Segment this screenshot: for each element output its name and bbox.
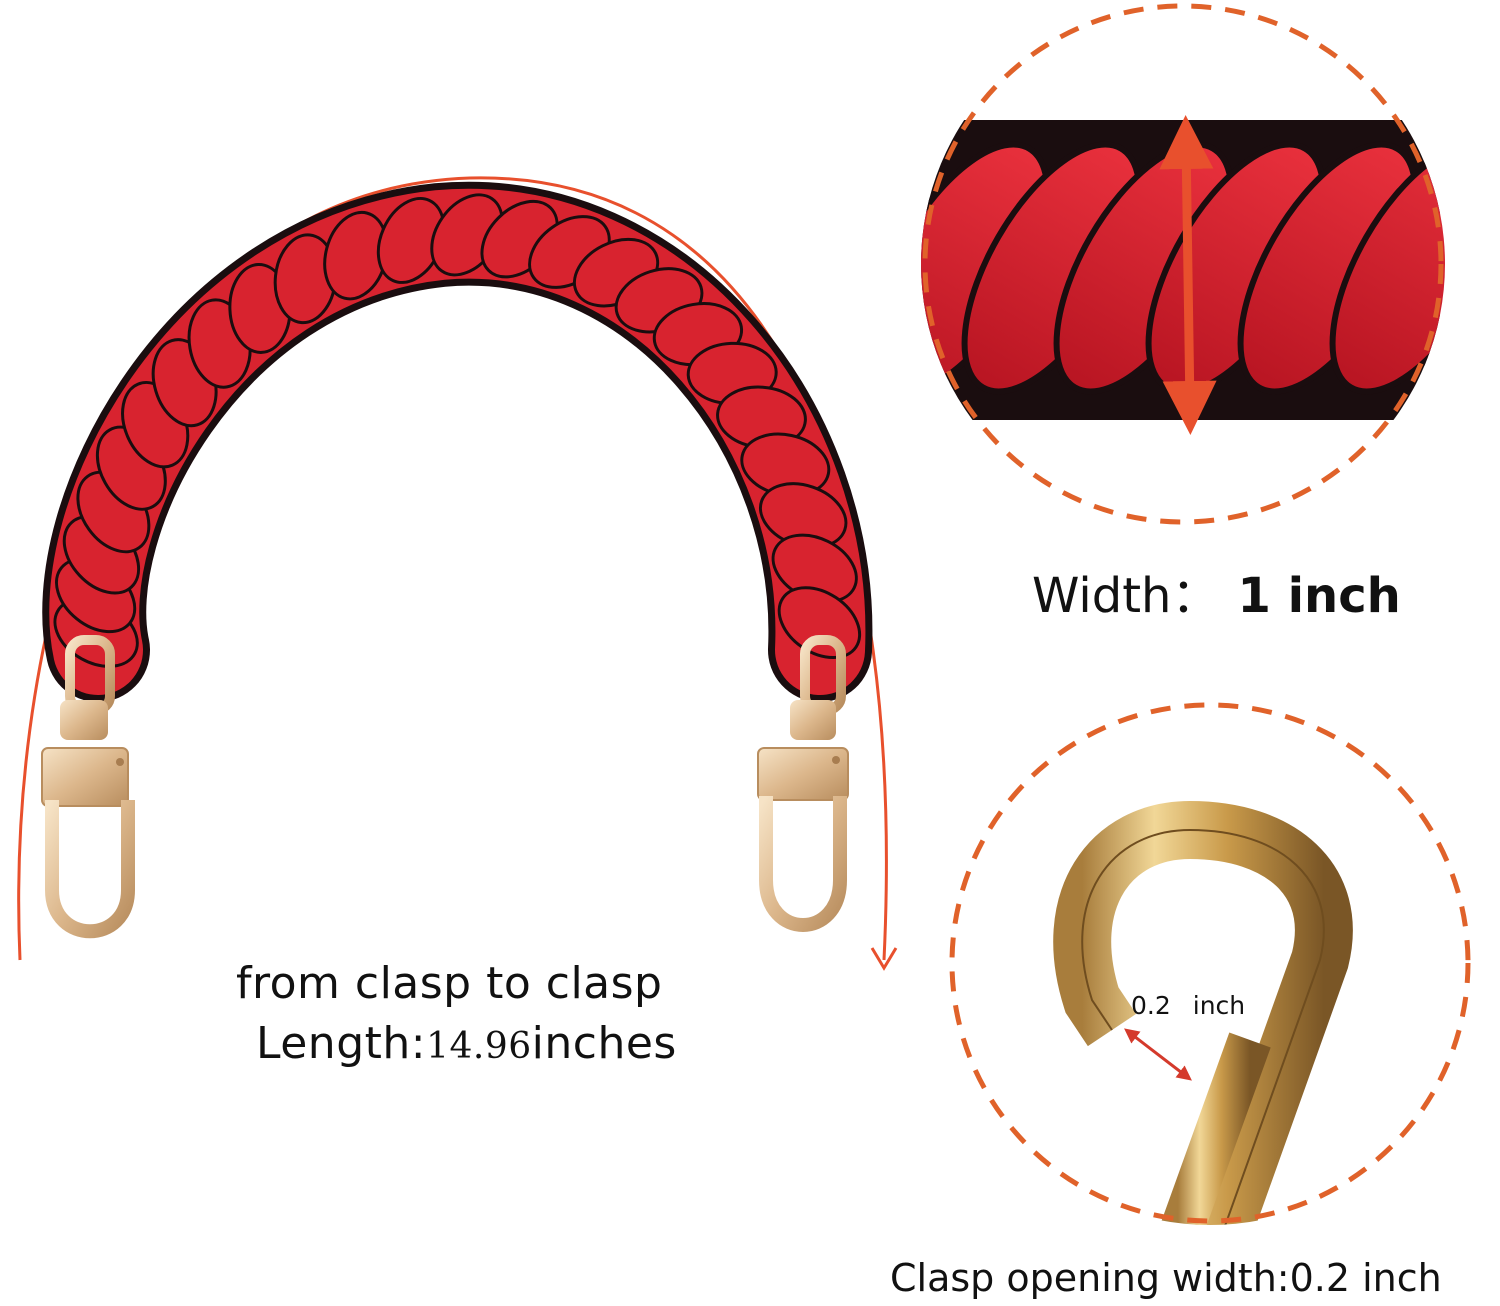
clasp-opening-caption: Clasp opening width:0.2 inch: [890, 1256, 1442, 1300]
length-prefix: Length:: [256, 1018, 427, 1069]
clasp-gap-value: 0.2: [1131, 991, 1171, 1020]
width-caption: Width： 1 inch: [1032, 556, 1401, 626]
length-arrow-head-icon: [870, 947, 898, 971]
clasp-detail-zoom: [948, 701, 1472, 1225]
right-clasp-icon: [757, 635, 849, 932]
left-clasp-icon: [41, 635, 135, 939]
clasp-gap-arrow-icon: [1124, 1028, 1192, 1081]
width-prefix: Width：: [1032, 568, 1220, 624]
length-value: 14.96: [426, 1026, 532, 1067]
width-measure-arrow-icon: [1159, 115, 1217, 435]
width-value: 1 inch: [1237, 568, 1401, 624]
width-detail-zoom: [921, 2, 1445, 526]
clasp-gap-caption: 0.2 inch: [1131, 991, 1245, 1020]
length-caption-line2: Length:14.96inches: [256, 1018, 677, 1069]
length-unit: inches: [531, 1018, 677, 1069]
braided-strap: [42, 181, 873, 702]
clasp-gap-unit: inch: [1192, 991, 1246, 1020]
zoom-braid-link: [1329, 141, 1445, 395]
length-caption-line1: from clasp to clasp: [236, 958, 663, 1009]
